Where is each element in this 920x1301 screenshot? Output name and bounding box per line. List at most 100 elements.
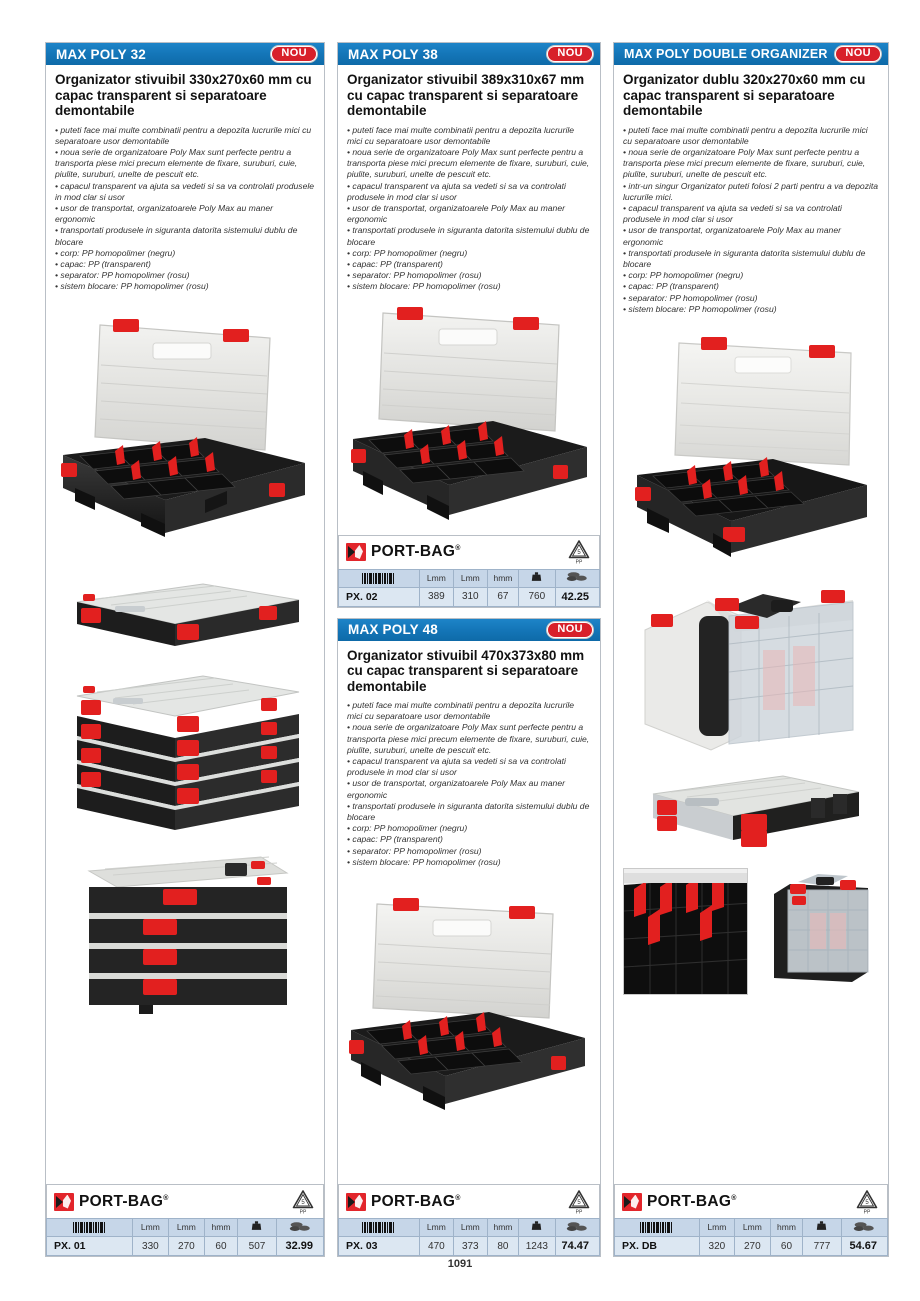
barcode-icon: [338, 568, 420, 588]
value-price: 74.47: [554, 1236, 601, 1256]
value-length-2: 310: [452, 586, 488, 607]
svg-text:PP: PP: [864, 1209, 871, 1215]
list-item: capacul transparent va ajuta sa vedeti s…: [55, 181, 315, 203]
product-image-open-organizer: [55, 305, 315, 570]
svg-text:PP: PP: [576, 560, 583, 566]
card-header: MAX POLY 32 NOU: [46, 43, 324, 65]
organizer-closed-illustration: [76, 583, 300, 646]
product-header-title: MAX POLY 38: [348, 46, 438, 62]
spec-table-header-row: Lmm Lmm hmm: [46, 1218, 325, 1237]
value-length-1: 389: [418, 586, 454, 607]
brand-strip: PORT-BAG® 5 PP: [338, 1184, 600, 1218]
spacer: [337, 608, 601, 618]
product-code: PX. DB: [614, 1236, 700, 1256]
product-image-stacked-boxes-front: [55, 839, 315, 1024]
list-item: sistem blocare: PP homopolimer (rosu): [623, 304, 879, 315]
port-bag-mark-icon: [54, 1192, 74, 1211]
list-item: transportati produsele in siguranta dato…: [623, 248, 879, 270]
header-length-1: Lmm: [418, 568, 454, 588]
feature-list: puteti face mai multe combinatii pentru …: [55, 125, 315, 293]
port-bag-logo: PORT-BAG®: [346, 543, 461, 562]
svg-text:5: 5: [577, 550, 581, 556]
value-price: 32.99: [275, 1236, 325, 1256]
brand-strip: PORT-BAG® 5 PP: [338, 534, 600, 569]
header-length-2: Lmm: [167, 1218, 205, 1237]
product-detail-photos: [623, 867, 879, 998]
list-item: noua serie de organizatoare Poly Max sun…: [623, 147, 879, 181]
double-organizer-open-illustration: [635, 336, 867, 557]
product-header-title: MAX POLY DOUBLE ORGANIZER: [624, 47, 828, 61]
product-code: PX. 02: [338, 586, 420, 607]
organizer-open-illustration: [351, 306, 587, 520]
list-item: capac: PP (transparent): [55, 259, 315, 270]
list-item: capac: PP (transparent): [347, 259, 591, 270]
value-price: 54.67: [840, 1236, 889, 1256]
spec-table-header-row: Lmm Lmm hmm: [338, 1218, 601, 1237]
list-item: usor de transportat, organizatoarele Pol…: [623, 225, 879, 247]
column-middle: MAX POLY 38 NOU Organizator stivuibil 38…: [337, 42, 601, 1257]
product-title: Organizator stivuibil 389x310x67 mm cu c…: [347, 72, 585, 118]
card-header: MAX POLY 38 NOU: [338, 43, 600, 65]
weight-icon: [518, 1218, 556, 1237]
list-item: capacul transparent va ajuta sa vedeti s…: [347, 756, 591, 778]
list-item: noua serie de organizatoare Poly Max sun…: [347, 147, 591, 181]
card-body: Organizator stivuibil 470x373x80 mm cu c…: [338, 641, 600, 1128]
organizer-open-illustration: [349, 898, 585, 1111]
card-header: MAX POLY DOUBLE ORGANIZER NOU: [614, 43, 888, 65]
column-right: MAX POLY DOUBLE ORGANIZER NOU Organizato…: [613, 42, 889, 1257]
organizer-open-illustration: [61, 318, 305, 537]
port-bag-mark-icon: [622, 1192, 642, 1211]
spec-table: Lmm Lmm hmm: [338, 568, 601, 607]
detail-photo-closed-upright: [756, 867, 879, 993]
value-length-1: 320: [698, 1236, 736, 1256]
list-item: noua serie de organizatoare Poly Max sun…: [55, 147, 315, 181]
header-length-2: Lmm: [734, 1218, 771, 1237]
product-card-max-poly-38: MAX POLY 38 NOU Organizator stivuibil 38…: [337, 42, 601, 608]
port-bag-wordmark: PORT-BAG®: [647, 1192, 737, 1210]
new-badge: NOU: [271, 46, 317, 62]
spec-table: Lmm Lmm hmm: [338, 1218, 601, 1256]
list-item: separator: PP homopolimer (rosu): [623, 293, 879, 304]
price-icon: [840, 1218, 889, 1237]
value-price: 42.25: [554, 586, 601, 607]
product-title: Organizator stivuibil 470x373x80 mm cu c…: [347, 647, 585, 694]
list-item: transportati produsele in siguranta dato…: [347, 225, 591, 247]
value-length-1: 330: [131, 1236, 169, 1256]
list-item: sistem blocare: PP homopolimer (rosu): [55, 281, 315, 292]
price-icon: [554, 568, 601, 588]
value-height: 60: [769, 1236, 804, 1256]
spec-table-header-row: Lmm Lmm hmm: [614, 1218, 889, 1237]
list-item: separator: PP homopolimer (rosu): [347, 270, 591, 281]
list-item: corp: PP homopolimer (negru): [55, 248, 315, 259]
list-item: usor de transportat, organizatoarele Pol…: [55, 203, 315, 225]
spec-table: Lmm Lmm hmm: [614, 1218, 889, 1256]
svg-text:5: 5: [865, 1200, 869, 1206]
product-image-open-organizer: [347, 888, 591, 1123]
double-organizer-flat-illustration: [652, 775, 860, 847]
list-item: separator: PP homopolimer (rosu): [55, 270, 315, 281]
table-row: PX. 02 389 310 67 760 42.25: [338, 586, 601, 607]
table-row: PX. 01 330 270 60 507 32.99: [46, 1236, 325, 1256]
feature-list: puteti face mai multe combinatii pentru …: [347, 700, 591, 868]
list-item: puteti face mai multe combinatii pentru …: [623, 125, 879, 147]
value-length-1: 470: [418, 1236, 454, 1256]
list-item: transportati produsele in siguranta dato…: [347, 801, 591, 823]
list-item: transportati produsele in siguranta dato…: [55, 225, 315, 247]
column-left: MAX POLY 32 NOU Organizator stivuibil 33…: [45, 42, 325, 1257]
detail-photo-compartments: [623, 867, 748, 995]
header-length-1: Lmm: [131, 1218, 169, 1237]
list-item: corp: PP homopolimer (negru): [623, 270, 879, 281]
list-item: capac: PP (transparent): [347, 834, 591, 845]
value-height: 80: [486, 1236, 520, 1256]
header-length-2: Lmm: [452, 568, 488, 588]
recycle-pp-icon: 5 PP: [291, 1189, 315, 1215]
svg-text:PP: PP: [300, 1209, 307, 1215]
barcode-icon: [614, 1218, 700, 1237]
product-card-max-poly-48: MAX POLY 48 NOU Organizator stivuibil 47…: [337, 617, 601, 1257]
port-bag-logo: PORT-BAG®: [54, 1192, 169, 1211]
header-height: hmm: [486, 568, 520, 588]
feature-list: puteti face mai multe combinatii pentru …: [623, 125, 879, 315]
card-footer: PORT-BAG® 5 PP: [338, 534, 601, 607]
list-item: corp: PP homopolimer (negru): [347, 823, 591, 834]
list-item: intr-un singur Organizator puteti folosi…: [623, 181, 879, 203]
